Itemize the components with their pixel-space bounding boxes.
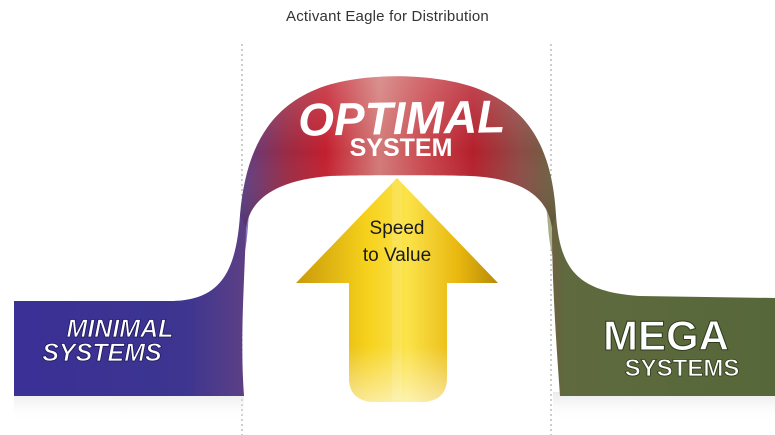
optimal-title: OPTIMAL xyxy=(298,90,506,146)
ribbon-arch-shading xyxy=(240,76,556,228)
arrow-label-line2: to Value xyxy=(363,245,431,266)
mega-subtitle: SYSTEMS xyxy=(625,355,740,382)
ribbon-face xyxy=(14,76,775,396)
minimal-subtitle: SYSTEMS xyxy=(42,339,162,367)
optimal-subtitle: SYSTEM xyxy=(350,134,453,162)
speed-arrow-highlight xyxy=(392,180,402,400)
mega-title: MEGA xyxy=(603,312,729,359)
arrow-label-line1: Speed xyxy=(370,218,425,239)
diagram-title: Activant Eagle for Distribution xyxy=(286,8,489,25)
floor-reflection-right xyxy=(553,392,775,422)
minimal-title: MINIMAL xyxy=(67,315,174,343)
speed-arrow-fade xyxy=(296,178,498,402)
floor-reflection-left xyxy=(14,392,244,422)
